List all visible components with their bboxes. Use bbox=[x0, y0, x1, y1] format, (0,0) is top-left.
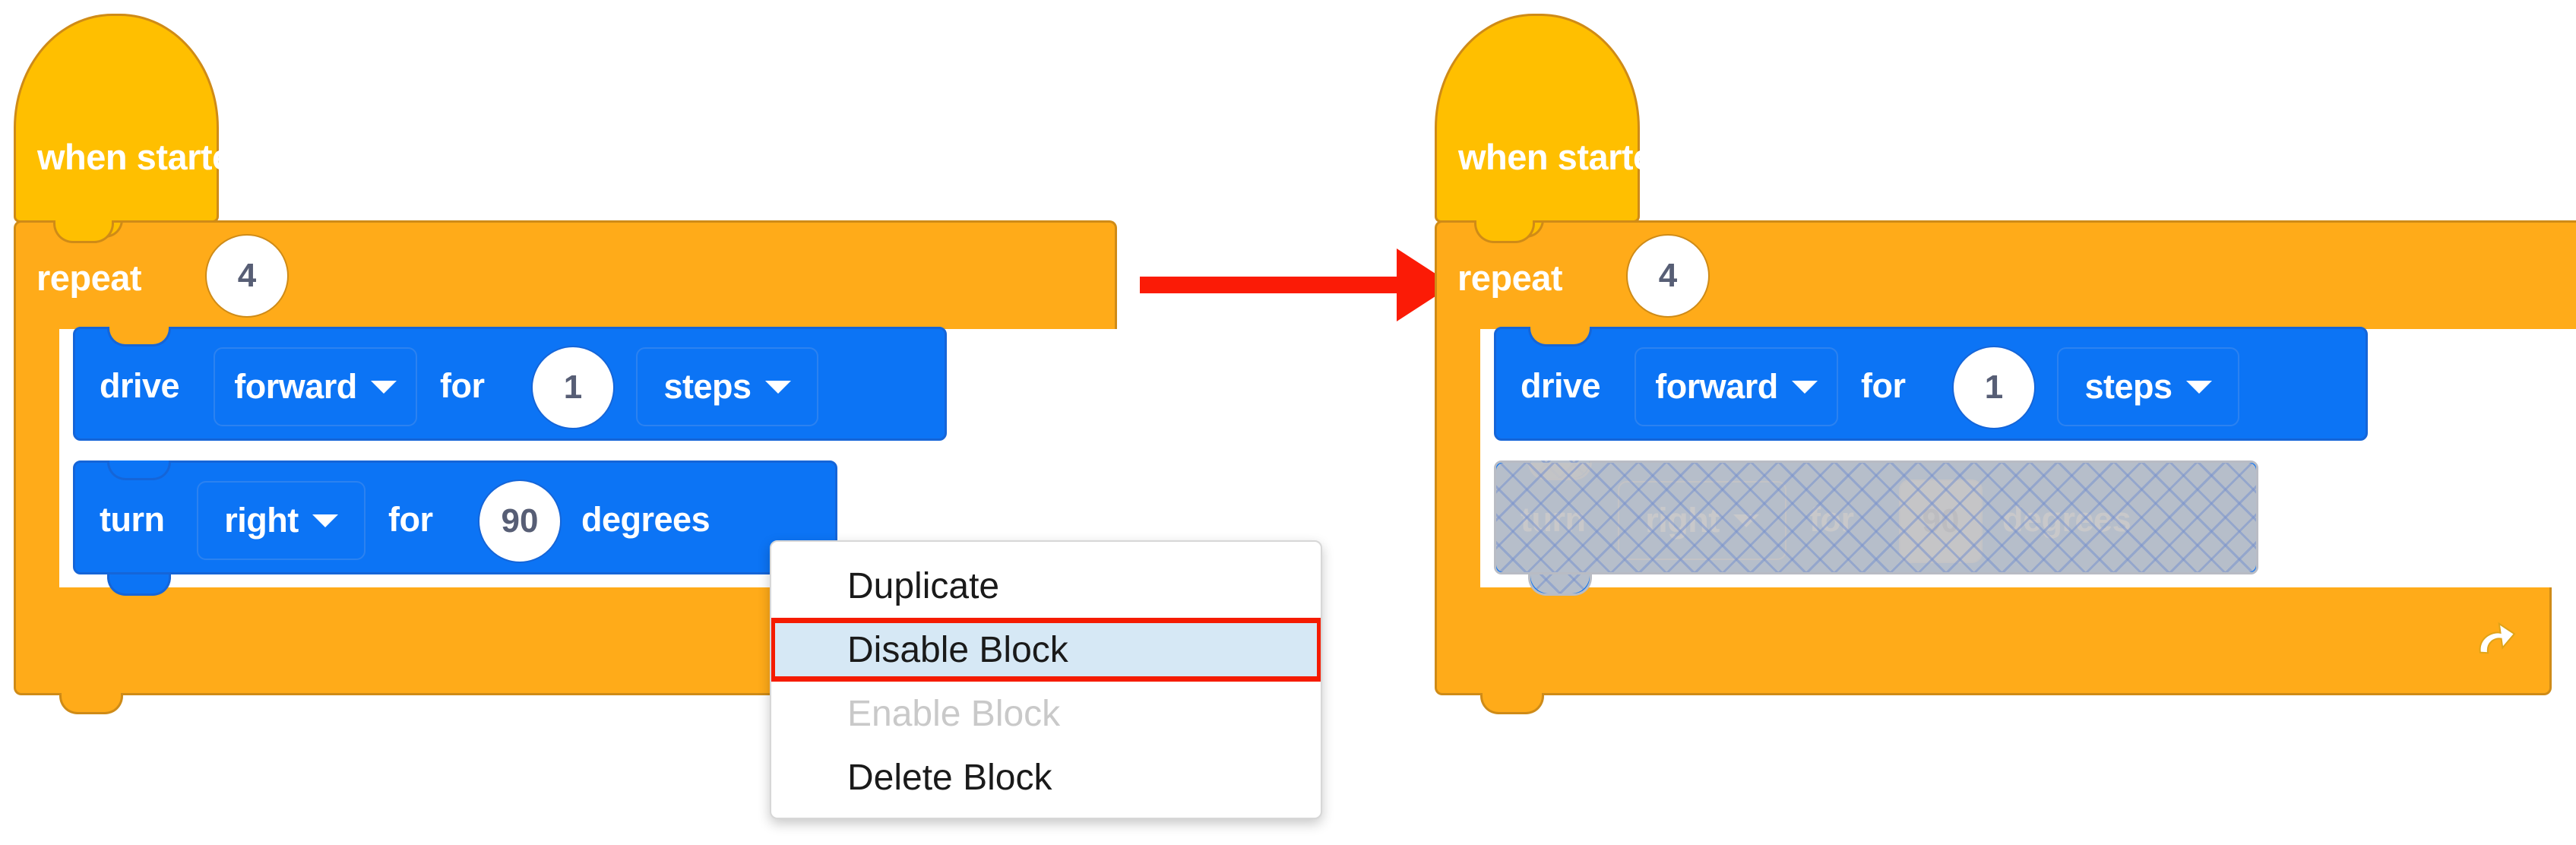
repeat-header-bar bbox=[14, 220, 1117, 329]
drive-unit-value: steps bbox=[663, 367, 752, 406]
turn-amount-input[interactable]: 90 bbox=[478, 479, 562, 563]
repeat-count-value: 4 bbox=[237, 257, 257, 294]
drive-unit-dropdown[interactable]: steps bbox=[636, 347, 818, 426]
drive-top-notch bbox=[1528, 327, 1592, 347]
drive-unit-dropdown[interactable]: steps bbox=[2057, 347, 2239, 426]
turn-unit-label: degrees bbox=[581, 500, 710, 539]
repeat-bottom-connector bbox=[59, 693, 123, 714]
drive-direction-dropdown[interactable]: forward bbox=[1635, 347, 1838, 426]
turn-for-label: for bbox=[388, 500, 433, 539]
turn-block[interactable]: turn right for 90 degrees bbox=[73, 460, 837, 596]
before-state-program: when started repeat 4 drive forward for bbox=[0, 0, 1216, 845]
turn-amount-input[interactable]: 90 bbox=[1899, 479, 1983, 563]
turn-direction-dropdown[interactable]: right bbox=[197, 481, 366, 560]
when-started-label: when started bbox=[37, 137, 253, 177]
hat-bottom-connector bbox=[1474, 220, 1535, 243]
repeat-footer-bar bbox=[1435, 587, 2552, 695]
chevron-down-icon bbox=[2185, 380, 2212, 394]
when-started-hat-block[interactable]: when started bbox=[1435, 14, 1674, 223]
menu-top-spacer bbox=[771, 542, 1321, 554]
repeat-count-value: 4 bbox=[1658, 257, 1678, 294]
drive-block[interactable]: drive forward for 1 steps bbox=[73, 327, 947, 441]
repeat-count-input[interactable]: 4 bbox=[205, 234, 289, 318]
context-menu-item-label: Enable Block bbox=[847, 693, 1061, 734]
when-started-hat-block[interactable]: when started bbox=[14, 14, 253, 223]
drive-direction-dropdown[interactable]: forward bbox=[214, 347, 417, 426]
turn-direction-dropdown[interactable]: right bbox=[1618, 481, 1786, 560]
turn-block-disabled[interactable]: turn right for 90 degrees bbox=[1494, 460, 2258, 596]
context-menu-item-disable-block[interactable]: Disable Block bbox=[771, 618, 1321, 682]
right-arrow-icon-shaft bbox=[1140, 277, 1406, 293]
block-context-menu[interactable]: Duplicate Disable Block Enable Block Del… bbox=[770, 540, 1322, 819]
drive-amount-input[interactable]: 1 bbox=[531, 346, 615, 429]
turn-verb-label: turn bbox=[100, 500, 165, 539]
turn-direction-value: right bbox=[224, 501, 299, 540]
chevron-down-icon bbox=[764, 380, 791, 394]
chevron-down-icon bbox=[1733, 514, 1759, 527]
drive-block[interactable]: drive forward for 1 steps bbox=[1494, 327, 2368, 441]
repeat-label: repeat bbox=[1457, 258, 1563, 298]
hat-bottom-connector bbox=[53, 220, 114, 243]
context-menu-item-label: Delete Block bbox=[847, 757, 1052, 798]
chevron-down-icon bbox=[370, 380, 397, 394]
drive-verb-label: drive bbox=[100, 366, 180, 405]
turn-unit-label: degrees bbox=[2002, 500, 2131, 539]
loop-arrow-icon bbox=[2470, 617, 2518, 666]
context-menu-item-label: Disable Block bbox=[847, 629, 1068, 670]
context-menu-item-duplicate[interactable]: Duplicate bbox=[771, 554, 1321, 618]
turn-amount-value: 90 bbox=[501, 502, 539, 540]
disabled-hatch-overlay bbox=[1530, 460, 1590, 478]
drive-direction-value: forward bbox=[1655, 367, 1778, 406]
repeat-left-spine bbox=[1435, 329, 1480, 587]
repeat-block[interactable]: repeat 4 bbox=[1435, 218, 2576, 714]
after-state-program: when started repeat 4 drive bbox=[1421, 0, 2576, 845]
disabled-hatch-overlay bbox=[1530, 574, 1590, 593]
turn-bottom-connector bbox=[1528, 574, 1592, 596]
drive-for-label: for bbox=[440, 366, 485, 405]
repeat-left-spine bbox=[14, 329, 59, 587]
turn-for-label: for bbox=[1809, 500, 1854, 539]
context-menu-item-enable-block: Enable Block bbox=[771, 682, 1321, 745]
turn-verb-label: turn bbox=[1521, 500, 1586, 539]
when-started-label: when started bbox=[1458, 137, 1674, 177]
drive-for-label: for bbox=[1861, 366, 1906, 405]
drive-top-notch bbox=[107, 327, 171, 347]
drive-amount-input[interactable]: 1 bbox=[1952, 346, 2036, 429]
repeat-count-input[interactable]: 4 bbox=[1626, 234, 1710, 318]
chevron-down-icon bbox=[312, 514, 338, 527]
drive-amount-value: 1 bbox=[563, 369, 583, 406]
turn-bottom-connector bbox=[107, 574, 171, 596]
disabled-hatch-overlay bbox=[1496, 463, 2256, 572]
turn-direction-value: right bbox=[1645, 501, 1720, 540]
drive-verb-label: drive bbox=[1521, 366, 1601, 405]
drive-amount-value: 1 bbox=[1984, 369, 2004, 406]
turn-top-notch bbox=[107, 460, 171, 480]
turn-top-notch bbox=[1528, 460, 1592, 480]
context-menu-item-label: Duplicate bbox=[847, 565, 1000, 606]
context-menu-item-delete-block[interactable]: Delete Block bbox=[771, 745, 1321, 809]
chevron-down-icon bbox=[1791, 380, 1818, 394]
drive-unit-value: steps bbox=[2084, 367, 2173, 406]
repeat-header-bar bbox=[1435, 220, 2576, 329]
turn-amount-value: 90 bbox=[1922, 502, 1960, 540]
repeat-bottom-connector bbox=[1480, 693, 1544, 714]
repeat-label: repeat bbox=[36, 258, 142, 298]
drive-direction-value: forward bbox=[234, 367, 357, 406]
